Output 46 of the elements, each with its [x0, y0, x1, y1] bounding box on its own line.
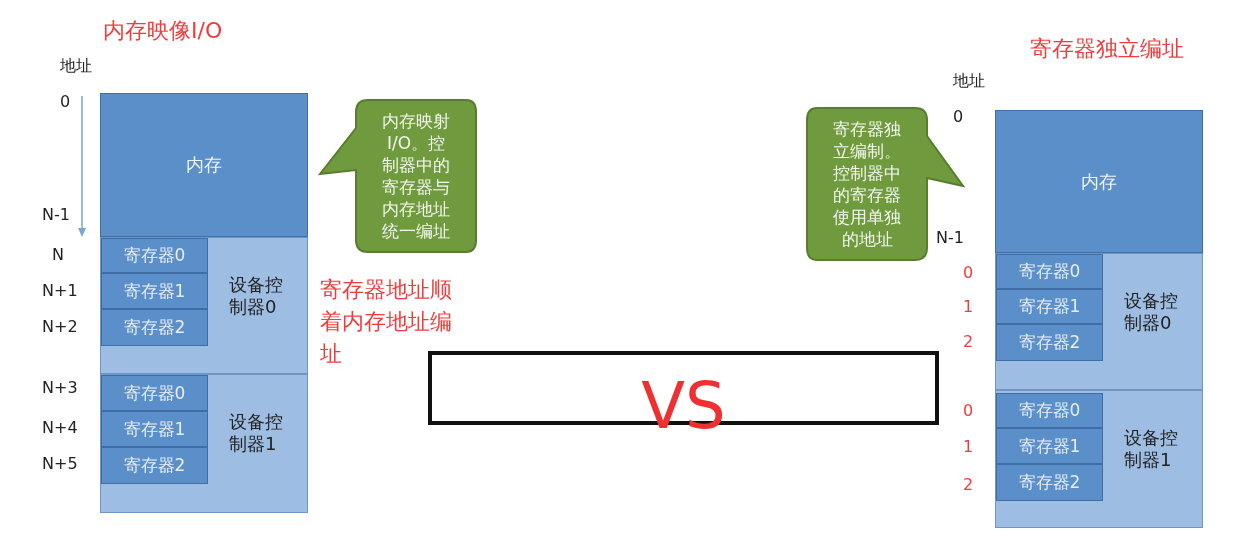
register-box: 寄存器0 — [996, 393, 1103, 428]
address-label: N-1 — [936, 228, 964, 247]
controller-label: 设备控制器0 — [229, 274, 284, 318]
address-label: 0 — [963, 401, 974, 420]
register-box: 寄存器2 — [101, 447, 208, 484]
address-label: N+2 — [42, 317, 78, 336]
register-box: 寄存器0 — [996, 254, 1103, 289]
register-box: 寄存器1 — [996, 428, 1103, 464]
memory-box: 内存 — [100, 93, 308, 237]
controller-box — [995, 390, 1203, 528]
controller-box — [100, 374, 308, 513]
address-label: 地址 — [60, 56, 92, 77]
heading: 寄存器独立编址 — [1030, 35, 1184, 63]
controller-box — [995, 253, 1203, 390]
speech-bubble — [318, 98, 478, 254]
address-label: N+5 — [42, 454, 78, 473]
address-label: 1 — [963, 437, 974, 456]
controller-label: 设备控制器0 — [1124, 290, 1179, 334]
controller-label: 设备控制器1 — [1124, 427, 1179, 471]
controller-box — [100, 237, 308, 374]
address-label: 0 — [963, 263, 974, 282]
register-box: 寄存器1 — [996, 289, 1103, 324]
callout-text: 内存映射I/O。控制器中的寄存器与内存地址统一编址 — [381, 110, 451, 243]
callout-text: 寄存器独立编制。控制器中的寄存器使用单独的地址 — [832, 118, 902, 251]
register-box: 寄存器0 — [101, 238, 208, 273]
speech-bubble — [805, 106, 965, 262]
heading: 内存映像I/O — [103, 17, 223, 45]
register-box: 寄存器1 — [101, 273, 208, 309]
address-label: N+3 — [42, 378, 78, 397]
address-label: 0 — [60, 92, 71, 111]
controller-label: 设备控制器1 — [229, 411, 284, 455]
address-label: 2 — [963, 475, 974, 494]
register-box: 寄存器0 — [101, 375, 208, 411]
memory-box: 内存 — [995, 110, 1203, 253]
address-label: 地址 — [953, 71, 985, 92]
address-label: 1 — [963, 297, 974, 316]
address-label: 2 — [963, 332, 974, 351]
address-label: N+4 — [42, 418, 78, 437]
register-box: 寄存器1 — [101, 411, 208, 447]
address-label: N — [52, 245, 64, 264]
register-box: 寄存器2 — [101, 309, 208, 346]
register-box: 寄存器2 — [996, 324, 1103, 361]
address-label: 0 — [953, 107, 964, 126]
address-label: N-1 — [42, 205, 70, 224]
address-label: N+1 — [42, 281, 78, 300]
register-box: 寄存器2 — [996, 464, 1103, 501]
